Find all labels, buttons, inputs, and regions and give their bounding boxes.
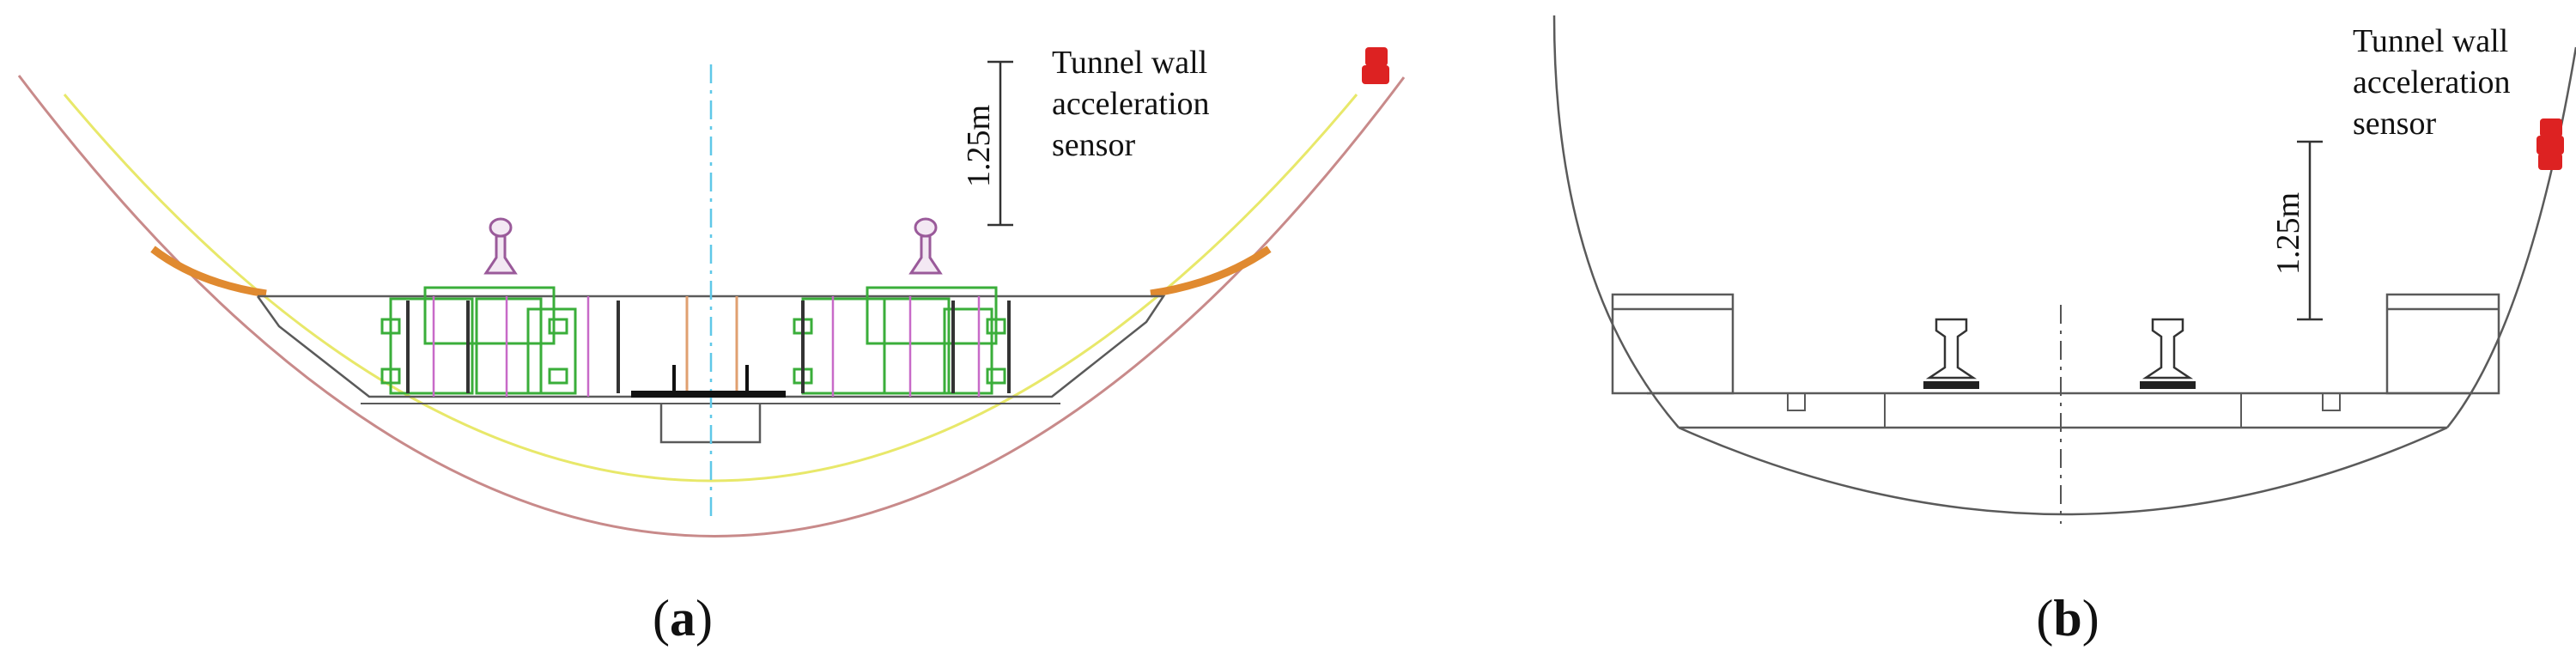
panel-a-right-fasteners — [793, 286, 1006, 395]
panel-a-left-shoulder — [150, 246, 267, 298]
panel-b-left-rail — [1923, 318, 1979, 389]
panel-b-right-walkway — [2385, 293, 2500, 395]
panel-a-dimension — [987, 60, 1013, 227]
panel-a-trackbed-outline — [256, 295, 1166, 398]
panel-a-sensor-label-line1: Tunnel wall — [1052, 45, 1207, 81]
panel-a-magenta-lines — [432, 296, 981, 397]
panel-b-caption: (b) — [2036, 590, 2099, 647]
panel-b-sensor-label-line1: Tunnel wall — [2353, 23, 2508, 59]
panel-b-left-wall — [1552, 15, 1680, 428]
panel-b-left-walkway — [1611, 293, 1735, 395]
panel-b-invert — [1678, 426, 2448, 516]
panel-b-right-rail — [2140, 318, 2196, 389]
panel-b: 1.25m Tunnel wall acceleration sensor (b… — [1552, 15, 2576, 647]
panel-a-caption: (a) — [653, 590, 713, 647]
panel-a-dimension-label: 1.25m — [961, 105, 997, 187]
panel-b-dimension-label: 1.25m — [2270, 192, 2306, 275]
panel-b-right-notch — [2322, 393, 2341, 411]
panel-b-right-wall — [2446, 46, 2576, 428]
panel-a-sensor-label-line3: sensor — [1052, 127, 1135, 163]
panel-a-right-rail — [908, 217, 943, 275]
panel-a-sensor-icon — [1362, 47, 1389, 84]
panel-b-sensor-icon — [2537, 118, 2564, 170]
panel-b-dimension — [2297, 140, 2323, 321]
panel-a-left-rail — [483, 217, 518, 275]
panel-a-orange-lines — [685, 296, 738, 395]
panel-a-right-shoulder — [1150, 246, 1272, 298]
panel-a-left-fasteners — [380, 286, 577, 395]
panel-b-sensor-label-line2: acceleration — [2353, 64, 2511, 100]
panel-a-center-plate — [631, 365, 786, 398]
panel-a-dark-bars — [406, 301, 1011, 393]
panel-b-left-notch — [1787, 393, 1806, 411]
panel-a-sensor-label-line2: acceleration — [1052, 86, 1210, 122]
panel-b-slab-divisions — [1884, 393, 2242, 428]
panel-b-sensor-label-line3: sensor — [2353, 106, 2436, 142]
panel-a-outer-tunnel-arc — [17, 75, 1406, 537]
panel-a: 1.25m Tunnel wall acceleration sensor (a… — [17, 45, 1406, 647]
